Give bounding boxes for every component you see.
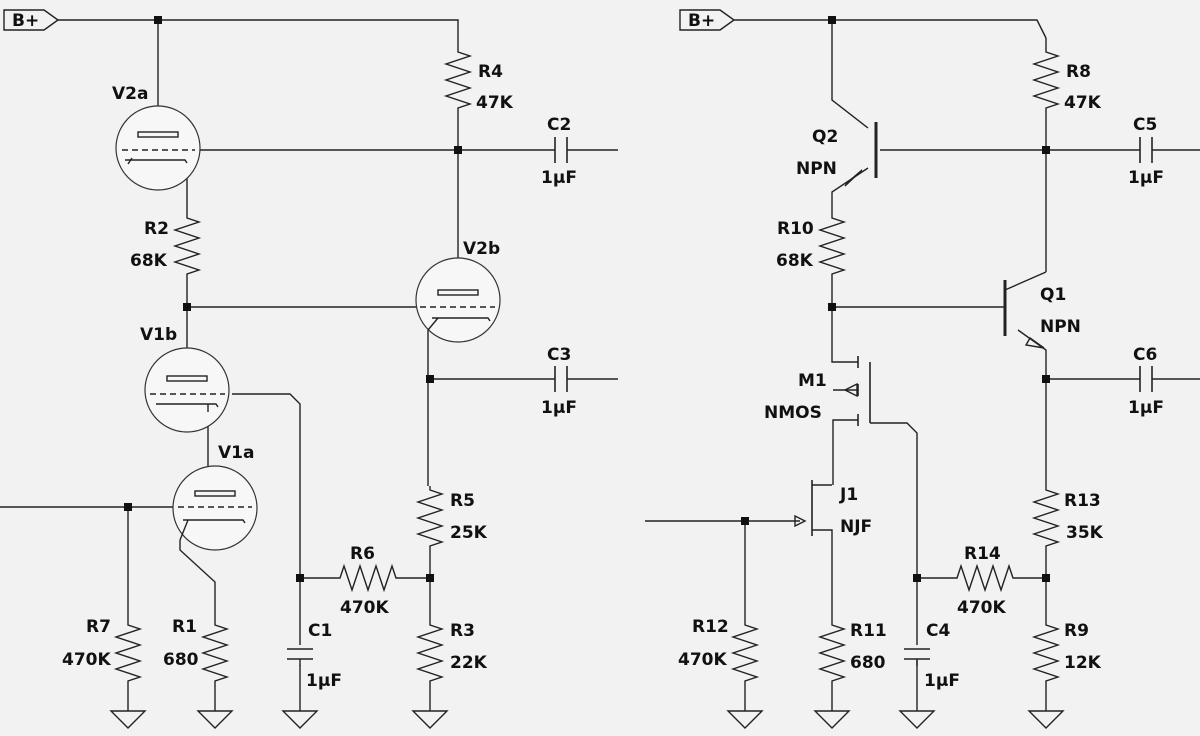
tube-v1b: V1b	[140, 325, 230, 433]
q2-type: NPN	[796, 159, 837, 179]
r7-ref: R7	[86, 617, 111, 637]
q1-ref: Q1	[1040, 285, 1066, 305]
r1-ref: R1	[172, 617, 197, 637]
resistor-r1: R1 680	[163, 617, 230, 685]
capacitor-c5: C5 1µF	[1128, 115, 1164, 188]
c5-value: 1µF	[1128, 168, 1164, 188]
transistor-q2: Q2 NPN	[796, 122, 878, 187]
transistor-q1: Q1 NPN	[1003, 271, 1081, 349]
r2-value: 68K	[130, 251, 168, 271]
r3-ref: R3	[450, 621, 475, 641]
capacitor-c6: C6 1µF	[1128, 345, 1164, 418]
ground-symbol	[814, 707, 850, 729]
r14-value: 470K	[957, 598, 1006, 618]
j1-type: NJF	[840, 517, 872, 537]
r9-value: 12K	[1064, 653, 1102, 673]
r5-value: 25K	[450, 523, 488, 543]
c3-value: 1µF	[541, 398, 577, 418]
c4-ref: C4	[926, 621, 950, 641]
ground-symbol	[1028, 707, 1064, 729]
r11-ref: R11	[850, 621, 887, 641]
wire	[58, 19, 459, 38]
c1-ref: C1	[308, 621, 332, 641]
r12-value: 470K	[678, 650, 727, 670]
c5-ref: C5	[1133, 115, 1157, 135]
r11-value: 680	[850, 653, 886, 673]
r8-ref: R8	[1066, 62, 1091, 82]
c1-value: 1µF	[306, 671, 342, 691]
c3-ref: C3	[547, 345, 571, 365]
ground-symbol	[412, 707, 448, 729]
tube-v2a: V2a	[112, 84, 201, 191]
v1a-label: V1a	[218, 443, 254, 463]
r4-value: 47K	[476, 93, 514, 113]
capacitor-c2: C2 1µF	[541, 115, 577, 188]
r8-value: 47K	[1064, 93, 1102, 113]
r6-value: 470K	[340, 598, 389, 618]
c4-value: 1µF	[924, 671, 960, 691]
r6-ref: R6	[350, 544, 375, 564]
mosfet-m1: M1 NMOS	[764, 356, 871, 426]
resistor-r7: R7 470K	[62, 617, 143, 685]
c6-ref: C6	[1133, 345, 1157, 365]
ground-symbol	[282, 707, 318, 729]
r2-ref: R2	[144, 219, 169, 239]
capacitor-c3: C3 1µF	[541, 345, 577, 418]
resistor-r10: R10 68K	[776, 212, 847, 278]
r4-ref: R4	[478, 62, 503, 82]
c2-value: 1µF	[541, 168, 577, 188]
resistor-r4: R4 47K	[443, 38, 514, 118]
resistor-r5: R5 25K	[415, 486, 488, 550]
r7-value: 470K	[62, 650, 111, 670]
resistor-r6: R6 470K	[335, 544, 400, 618]
ground-symbol	[197, 707, 233, 729]
resistor-r8: R8 47K	[1031, 38, 1102, 118]
resistor-r2: R2 68K	[130, 212, 202, 278]
jfet-j1: J1 NJF	[794, 480, 872, 537]
ground-symbol	[899, 707, 935, 729]
supply-flag-left: B+	[3, 9, 60, 31]
m1-type: NMOS	[764, 403, 822, 423]
tube-v1a: V1a	[172, 443, 258, 551]
tube-v2b: V2b	[415, 239, 501, 343]
resistor-r11: R11 680	[817, 617, 887, 685]
capacitor-c4: C4 1µF	[904, 621, 960, 691]
resistor-r9: R9 12K	[1031, 615, 1102, 685]
transistor-circuit: B+ Q2	[645, 9, 1200, 729]
c2-ref: C2	[547, 115, 571, 135]
c6-value: 1µF	[1128, 398, 1164, 418]
tube-circuit: B+ R4 47K	[0, 9, 618, 729]
supply-label: B+	[688, 11, 715, 31]
r10-value: 68K	[776, 251, 814, 271]
r13-value: 35K	[1066, 523, 1104, 543]
v2a-label: V2a	[112, 84, 148, 104]
v2b-label: V2b	[463, 239, 500, 259]
resistor-r14: R14 470K	[952, 544, 1017, 618]
ground-symbol	[110, 707, 146, 729]
r3-value: 22K	[450, 653, 488, 673]
r5-ref: R5	[450, 491, 475, 511]
capacitor-c1: C1 1µF	[287, 621, 342, 691]
r13-ref: R13	[1064, 491, 1101, 511]
r14-ref: R14	[964, 544, 1001, 564]
ground-symbol	[727, 707, 763, 729]
supply-label: B+	[12, 11, 39, 31]
r9-ref: R9	[1064, 621, 1089, 641]
resistor-r13: R13 35K	[1031, 486, 1104, 550]
m1-ref: M1	[798, 371, 827, 391]
r1-value: 680	[163, 650, 199, 670]
j1-ref: J1	[839, 485, 858, 505]
r12-ref: R12	[692, 617, 729, 637]
v1b-label: V1b	[140, 325, 177, 345]
resistor-r3: R3 22K	[415, 615, 488, 685]
q1-type: NPN	[1040, 317, 1081, 337]
r10-ref: R10	[777, 219, 814, 239]
resistor-r12: R12 470K	[678, 617, 760, 685]
q2-ref: Q2	[812, 127, 838, 147]
supply-flag-right: B+	[679, 9, 736, 31]
